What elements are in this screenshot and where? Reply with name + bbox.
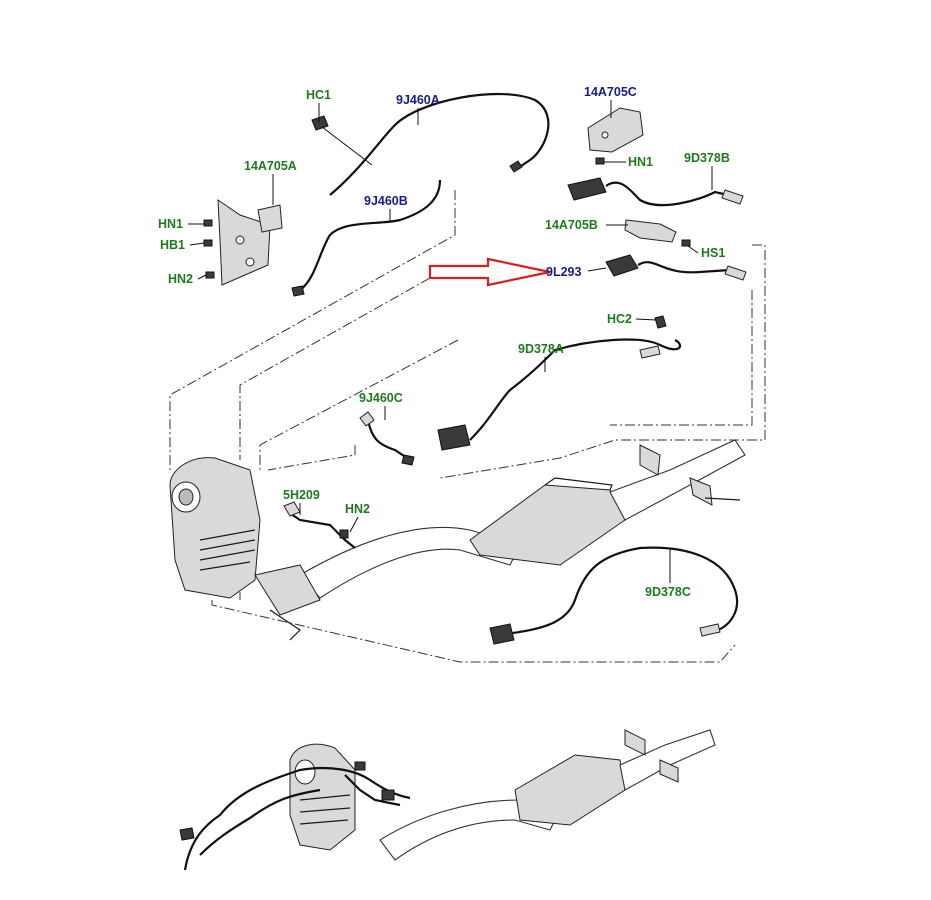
arrow-right-icon <box>428 257 551 287</box>
leader-lines <box>188 100 713 583</box>
label-hc2: HC2 <box>607 312 632 326</box>
label-hn1-left: HN1 <box>158 217 183 231</box>
label-9l293: 9L293 <box>546 265 581 279</box>
exhaust-system-upper <box>169 439 746 641</box>
label-14a705c: 14A705C <box>584 85 637 99</box>
exhaust-system-lower <box>179 729 716 871</box>
label-5h209: 5H209 <box>283 488 320 502</box>
label-hn2-left: HN2 <box>168 272 193 286</box>
label-hn1-top: HN1 <box>628 155 653 169</box>
label-hn2-mid: HN2 <box>345 502 370 516</box>
label-14a705b: 14A705B <box>545 218 598 232</box>
sensor-harnesses-upper <box>203 92 747 645</box>
label-14a705a: 14A705A <box>244 159 297 173</box>
callout-labels: HC1 9J460A 14A705C HN1 9D378B 14A705A 9J… <box>158 85 730 599</box>
label-9d378a: 9D378A <box>518 342 564 356</box>
label-hc1: HC1 <box>306 88 331 102</box>
label-9d378b: 9D378B <box>684 151 730 165</box>
label-9j460c: 9J460C <box>359 391 403 405</box>
label-9j460a: 9J460A <box>396 93 440 107</box>
label-hb1: HB1 <box>160 238 185 252</box>
label-hs1: HS1 <box>701 246 725 260</box>
assembly-lines <box>169 190 766 663</box>
label-9d378c: 9D378C <box>645 585 691 599</box>
label-9j460b: 9J460B <box>364 194 408 208</box>
